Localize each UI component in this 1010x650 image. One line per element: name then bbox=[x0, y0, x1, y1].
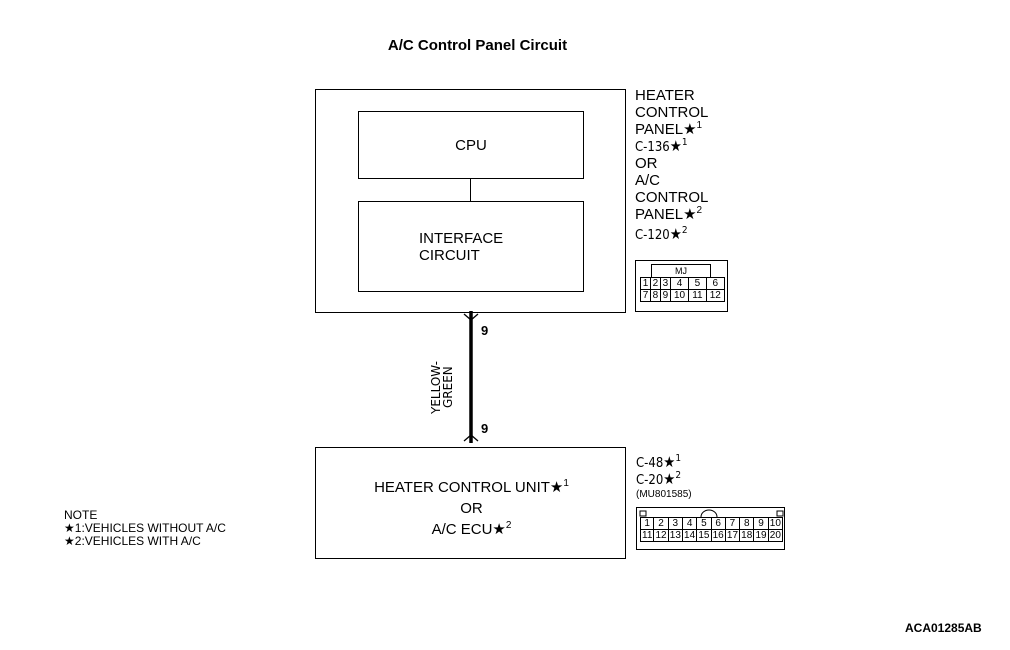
upper-label-line1: HEATER bbox=[635, 87, 695, 104]
pin-cell: 10 bbox=[669, 289, 690, 302]
pin-cell: 12 bbox=[653, 529, 669, 542]
wire-color-line2: GREEN bbox=[441, 366, 455, 408]
pin-cell: 20 bbox=[767, 529, 784, 542]
asterisk-icon: ★ bbox=[492, 521, 506, 538]
pin-cell: 11 bbox=[639, 529, 655, 542]
asterisk-icon: ★ bbox=[663, 453, 676, 471]
lower-unit-line1: HEATER CONTROL UNIT bbox=[374, 479, 550, 496]
lower-label-line2-note: 2 bbox=[675, 470, 682, 481]
upper-connector-header: MJ bbox=[651, 264, 711, 277]
upper-label-line8-note: 2 bbox=[696, 205, 703, 216]
pin-cell: 13 bbox=[667, 529, 683, 542]
lower-unit-label: C-48★1 C-20★2 (MU801585) bbox=[636, 453, 692, 500]
heater-control-unit-box: HEATER CONTROL UNIT★1 OR A/C ECU★2 bbox=[315, 447, 626, 559]
upper-label-line6: A/C bbox=[635, 172, 661, 189]
note-block: NOTE ★1:VEHICLES WITHOUT A/C ★2:VEHICLES… bbox=[64, 509, 226, 548]
upper-label-line3-note: 1 bbox=[696, 120, 703, 131]
pin-cell: 6 bbox=[705, 277, 726, 290]
pin-cell: 11 bbox=[688, 289, 707, 302]
pin-cell: 9 bbox=[659, 289, 671, 302]
upper-label-line2: CONTROL bbox=[635, 104, 709, 121]
pin-cell: 1 bbox=[640, 277, 651, 290]
pin-cell: 2 bbox=[649, 277, 661, 290]
lower-label-part-number: (MU801585) bbox=[636, 489, 692, 500]
connector-symbol-top bbox=[463, 313, 479, 321]
lower-connector: 1 2 3 4 5 6 7 8 9 10 11 12 13 14 15 16 1… bbox=[636, 507, 785, 550]
asterisk-icon: ★ bbox=[683, 121, 697, 138]
pin-cell: 5 bbox=[696, 517, 712, 530]
pin-cell: 19 bbox=[753, 529, 769, 542]
pin-cell: 6 bbox=[710, 517, 726, 530]
wire-color-label: YELLOW- GREEN bbox=[429, 361, 455, 414]
note-item1-number: 1 bbox=[74, 521, 82, 535]
upper-label-line9: C-120 bbox=[635, 228, 670, 243]
upper-label-line7: CONTROL bbox=[635, 189, 709, 206]
note-item1-text: :VEHICLES WITHOUT A/C bbox=[81, 521, 226, 535]
connector-symbol-bottom bbox=[463, 434, 479, 442]
pin-cell: 9 bbox=[753, 517, 769, 530]
asterisk-icon: ★ bbox=[64, 534, 75, 548]
lower-unit-line3-note: 2 bbox=[505, 520, 512, 531]
upper-label-line4: C-136 bbox=[635, 140, 670, 155]
lower-label-line2: C-20 bbox=[636, 473, 664, 488]
pin-cell: 2 bbox=[653, 517, 669, 530]
pin-cell: 5 bbox=[688, 277, 707, 290]
asterisk-icon: ★ bbox=[669, 137, 682, 155]
note-heading: NOTE bbox=[64, 508, 98, 522]
upper-label-line5: OR bbox=[635, 155, 658, 172]
lower-label-line1: C-48 bbox=[636, 456, 664, 471]
pin-cell: 16 bbox=[710, 529, 726, 542]
diagram-title: A/C Control Panel Circuit bbox=[387, 37, 568, 54]
pin-number-top: 9 bbox=[481, 323, 489, 338]
cpu-block: CPU bbox=[358, 111, 584, 179]
lower-unit-line3: A/C ECU bbox=[431, 521, 493, 538]
pin-cell: 15 bbox=[696, 529, 712, 542]
upper-connector-pins: 1 2 3 4 5 6 7 8 9 10 11 12 bbox=[640, 277, 726, 302]
pin-cell: 8 bbox=[649, 289, 661, 302]
upper-label-line3: PANEL bbox=[635, 121, 684, 138]
asterisk-icon: ★ bbox=[663, 470, 676, 488]
pin-cell: 18 bbox=[739, 529, 755, 542]
cpu-interface-link bbox=[470, 179, 471, 201]
pin-cell: 17 bbox=[724, 529, 741, 542]
lower-unit-line2: OR bbox=[460, 500, 483, 517]
asterisk-icon: ★ bbox=[549, 479, 564, 496]
upper-connector: MJ 1 2 3 4 5 6 7 8 9 10 11 12 bbox=[635, 260, 728, 312]
interface-label-line2: CIRCUIT bbox=[419, 247, 480, 264]
pin-cell: 3 bbox=[667, 517, 683, 530]
pin-cell: 4 bbox=[669, 277, 690, 290]
asterisk-icon: ★ bbox=[683, 206, 697, 223]
upper-label-line8: PANEL bbox=[635, 206, 684, 223]
note-item2-text: :VEHICLES WITH A/C bbox=[81, 534, 201, 548]
pin-cell: 7 bbox=[640, 289, 651, 302]
asterisk-icon: ★ bbox=[64, 521, 75, 535]
pin-cell: 10 bbox=[767, 517, 784, 530]
lower-connector-pins: 1 2 3 4 5 6 7 8 9 10 11 12 13 14 15 16 1… bbox=[639, 517, 784, 542]
lower-unit-line1-note: 1 bbox=[563, 478, 569, 489]
pin-cell: 14 bbox=[681, 529, 698, 542]
pin-cell: 7 bbox=[724, 517, 741, 530]
pin-cell: 12 bbox=[705, 289, 726, 302]
interface-circuit-block: INTERFACE CIRCUIT bbox=[358, 201, 584, 292]
interface-label-line1: INTERFACE bbox=[419, 230, 504, 247]
asterisk-icon: ★ bbox=[669, 225, 682, 243]
pin-cell: 8 bbox=[739, 517, 755, 530]
lower-label-line1-note: 1 bbox=[675, 453, 682, 464]
note-item2-number: 2 bbox=[74, 534, 82, 548]
pin-cell: 4 bbox=[681, 517, 698, 530]
lower-connector-key bbox=[639, 509, 784, 518]
upper-unit-label: HEATER CONTROL PANEL★1 C-136★1 OR A/C CO… bbox=[635, 87, 708, 243]
pin-cell: 3 bbox=[659, 277, 671, 290]
upper-label-line4-note: 1 bbox=[681, 137, 688, 148]
cpu-label: CPU bbox=[455, 136, 487, 154]
pin-number-bottom: 9 bbox=[481, 421, 489, 436]
figure-code: ACA01285AB bbox=[905, 621, 982, 635]
upper-connector-label: MJ bbox=[675, 266, 687, 276]
wire-harness bbox=[463, 311, 479, 443]
pin-cell: 1 bbox=[639, 517, 655, 530]
upper-label-line9-note: 2 bbox=[681, 225, 688, 236]
